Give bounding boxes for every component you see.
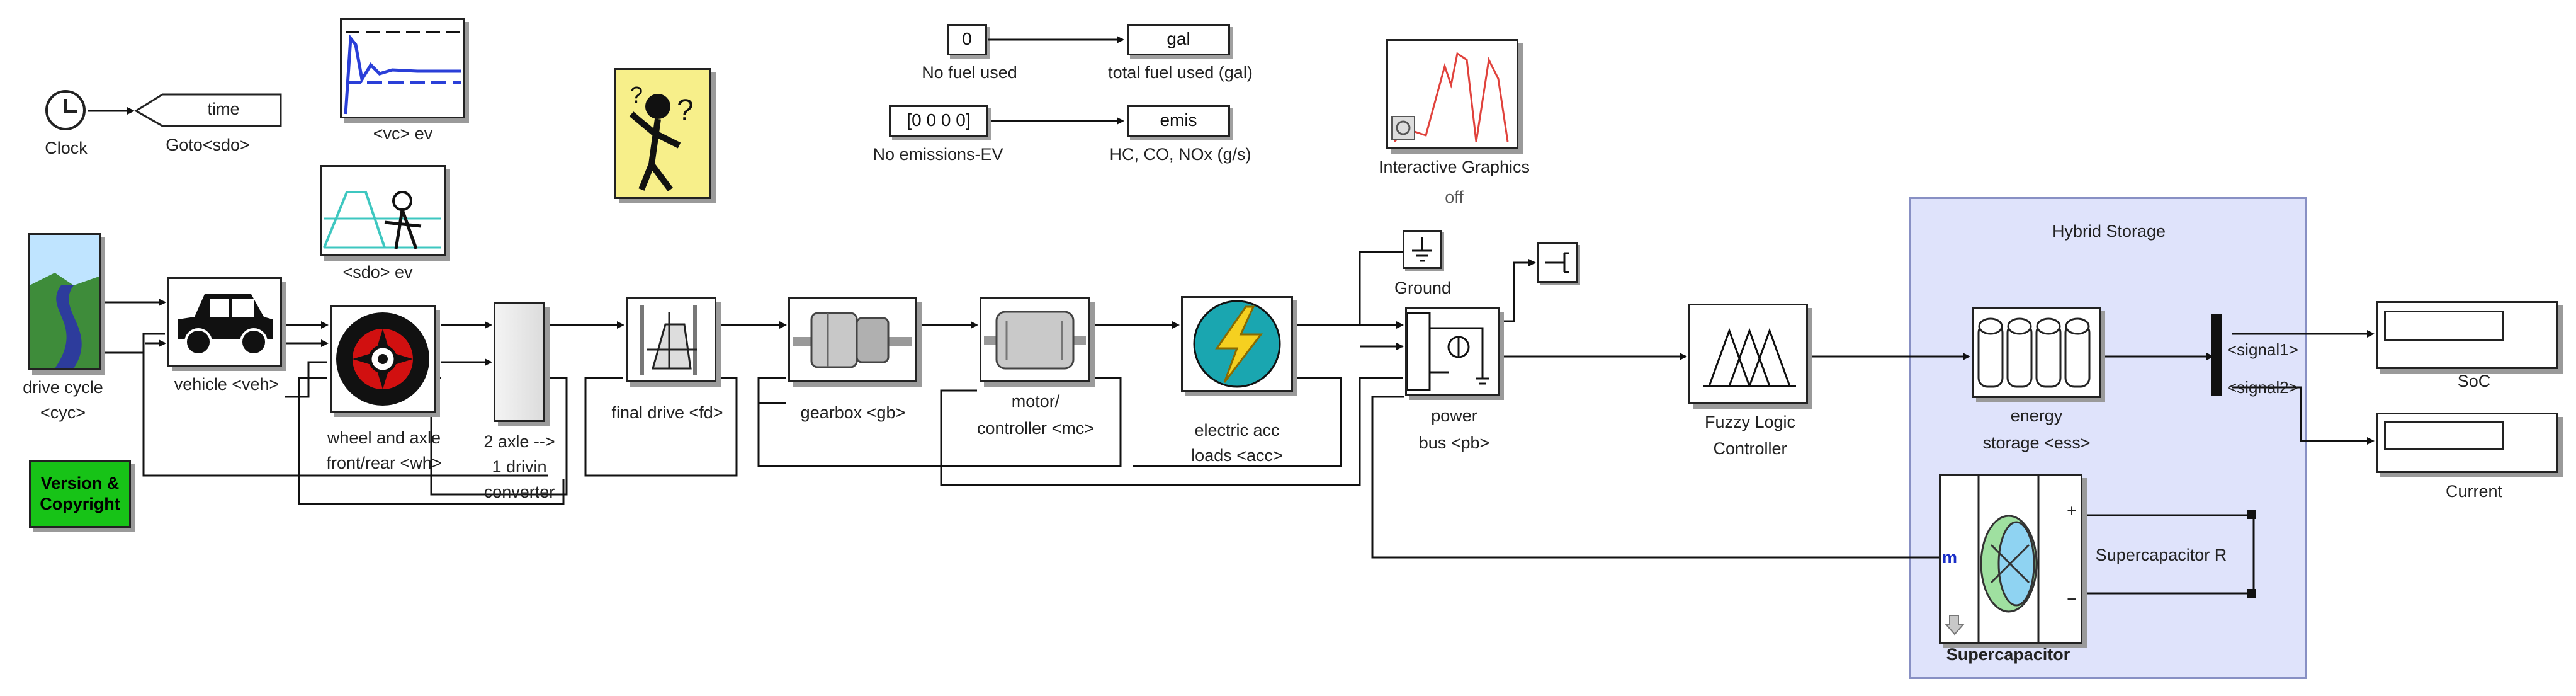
current-display-screen (2384, 421, 2504, 450)
scope-plot-icon (344, 31, 461, 115)
motor-controller-label-1: motor/ (1011, 392, 1060, 411)
signal1-label: <signal1> (2227, 340, 2298, 359)
energy-storage-label-2: storage <ess> (1982, 433, 2091, 452)
goto-block[interactable] (135, 93, 283, 128)
interactive-graphics-state: off (1445, 188, 1464, 207)
emissions-goto[interactable]: emis (1127, 105, 1230, 137)
wheel-axle-block[interactable] (330, 305, 436, 413)
graphics-plot-icon (1391, 52, 1509, 143)
motor-controller-block[interactable] (980, 297, 1090, 382)
membership-function-icon (1703, 328, 1796, 387)
power-bus-label-2: bus <pb> (1418, 433, 1490, 452)
axle-converter-block[interactable] (494, 302, 545, 422)
goto-label: Goto<sdo> (166, 135, 250, 154)
interactive-graphics-label: Interactive Graphics (1378, 157, 1530, 176)
svg-text:?: ? (677, 94, 694, 127)
final-drive-block[interactable] (626, 297, 716, 382)
car-icon (178, 294, 273, 356)
axle-converter-label-1: 2 axle --> (483, 432, 555, 451)
power-bus-block[interactable] (1405, 307, 1500, 396)
supercapacitor-icon (1944, 476, 2040, 642)
motor-icon (984, 311, 1086, 370)
version-copyright-block[interactable]: Version & Copyright (29, 460, 131, 528)
signal2-label: <signal2> (2227, 378, 2298, 397)
terminator-block[interactable] (1537, 242, 1578, 283)
power-bus-label-1: power (1431, 406, 1477, 425)
interactive-graphics-block[interactable] (1386, 39, 1518, 149)
soc-display-screen (2384, 311, 2504, 341)
fuzzy-logic-label-1: Fuzzy Logic (1704, 413, 1796, 431)
supercap-port-m: m (1941, 548, 1957, 567)
total-fuel-goto[interactable]: gal (1127, 24, 1230, 55)
gearbox-icon (793, 312, 912, 368)
goto-tag: time (207, 100, 240, 118)
axle-converter-label-3: converter (483, 482, 555, 501)
copyright-line: Copyright (40, 494, 120, 513)
ground-label: Ground (1394, 278, 1452, 297)
ground-icon (1412, 237, 1432, 262)
axle-converter-label-2: 1 drivin (492, 457, 547, 476)
final-drive-label: final drive <fd> (611, 403, 723, 422)
vehicle-label: vehicle <veh> (174, 375, 280, 394)
total-fuel-label: total fuel used (gal) (1108, 63, 1253, 82)
emissions-constant[interactable]: [0 0 0 0] (889, 105, 988, 137)
help-question-icon[interactable]: ? ? (614, 68, 711, 199)
gearbox-label: gearbox <gb> (800, 403, 906, 422)
scope-plot-icon (323, 191, 441, 249)
version-line: Version & (40, 474, 120, 493)
gearbox-block[interactable] (788, 297, 917, 382)
soc-label: SoC (2457, 372, 2491, 391)
fuel-constant[interactable]: 0 (947, 24, 987, 55)
energy-storage-block[interactable] (1972, 307, 2101, 398)
emissions-label: HC, CO, NOx (g/s) (1109, 145, 1251, 164)
soc-display-block[interactable] (2376, 301, 2558, 369)
electric-acc-loads-label-2: loads <acc> (1191, 446, 1283, 465)
supercapacitor-resistor-label: Supercapacitor R (2095, 545, 2227, 564)
energy-storage-label-1: energy (2010, 406, 2063, 425)
sdo-scope-block[interactable] (320, 165, 446, 256)
lightning-icon (1193, 300, 1281, 388)
current-display-block[interactable] (2376, 413, 2558, 473)
wheel-icon (336, 312, 429, 406)
hybrid-storage-title: Hybrid Storage (2052, 222, 2166, 241)
clock-icon[interactable] (45, 90, 86, 130)
emissions-constant-label: No emissions-EV (873, 145, 1003, 164)
svg-text:?: ? (630, 82, 643, 108)
drive-cycle-label-2: <cyc> (40, 403, 86, 422)
sdo-scope-label: <sdo> ev (342, 263, 413, 282)
current-label: Current (2445, 482, 2503, 501)
wheel-axle-label-2: front/rear <wh> (326, 454, 442, 472)
clock-label: Clock (45, 139, 88, 157)
supercap-port-plus: + (2067, 501, 2077, 520)
supercapacitor-block[interactable] (1939, 474, 2082, 644)
electric-acc-loads-block[interactable] (1181, 296, 1293, 392)
terminator-icon (1545, 252, 1569, 273)
fuel-constant-label: No fuel used (922, 63, 1017, 82)
battery-cells-icon (1977, 317, 2091, 388)
motor-controller-label-2: controller <mc> (976, 419, 1095, 438)
fuzzy-logic-controller-block[interactable] (1688, 304, 1808, 404)
wheel-axle-label-1: wheel and axle (327, 428, 441, 447)
electric-acc-loads-label-1: electric acc (1194, 421, 1280, 440)
road-icon (30, 235, 99, 368)
ground-block[interactable] (1403, 230, 1442, 269)
supercap-port-minus: − (2067, 590, 2077, 608)
power-bus-icon (1406, 312, 1489, 391)
gear-shaft-icon (640, 305, 697, 375)
vc-scope-block[interactable] (340, 18, 465, 118)
vc-scope-label: <vc> ev (373, 124, 433, 143)
drive-cycle-label-1: drive cycle (23, 378, 103, 397)
drive-cycle-block[interactable] (28, 233, 101, 370)
fuzzy-logic-label-2: Controller (1713, 439, 1787, 458)
supercapacitor-label: Supercapacitor (1946, 645, 2070, 664)
vehicle-block[interactable] (167, 277, 282, 367)
